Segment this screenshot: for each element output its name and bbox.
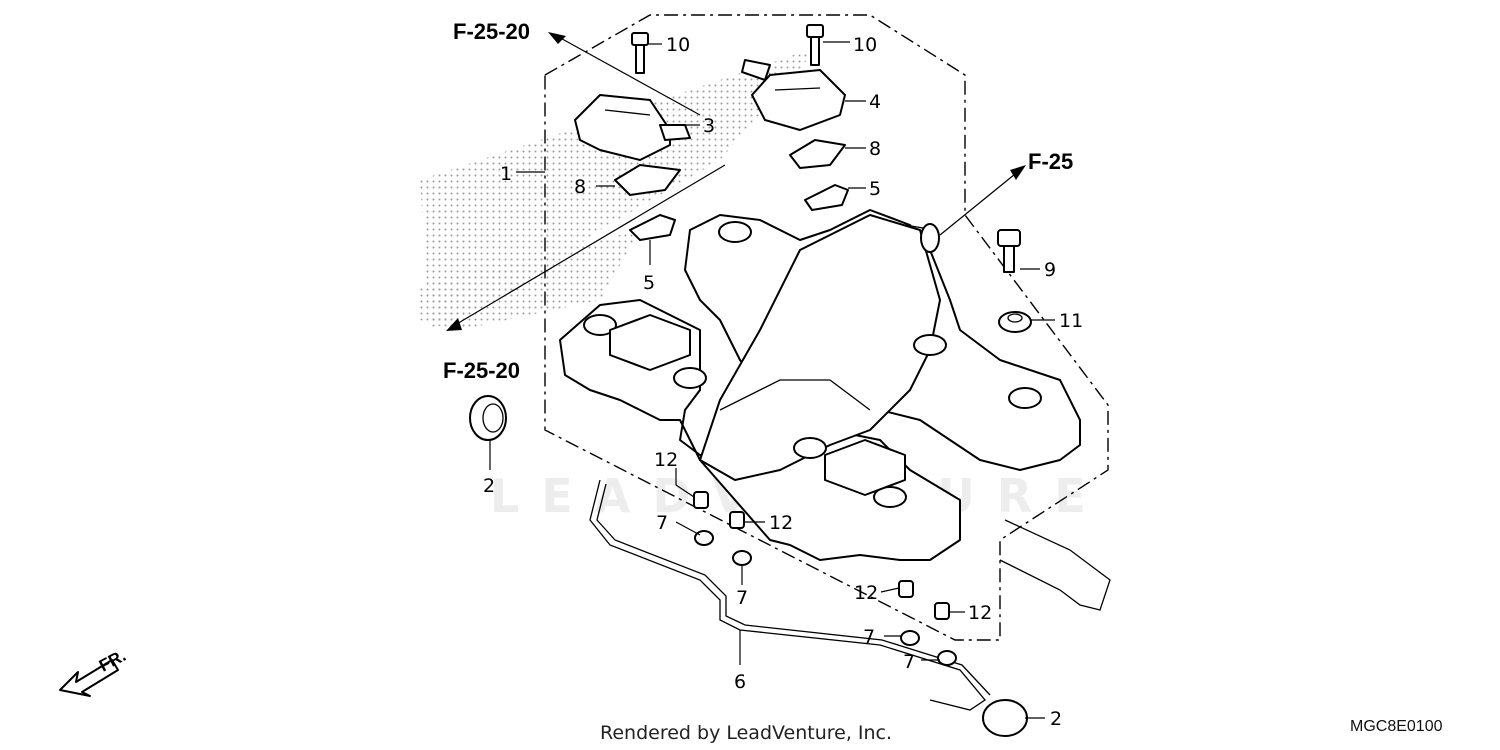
- callout-4: 4: [869, 91, 881, 113]
- bolt-10a: [631, 32, 649, 74]
- f25-20-arrowhead-top: [548, 32, 566, 44]
- cylinder-head-cover-gasket: [589, 479, 1111, 711]
- footer-credit: Rendered by LeadVenture, Inc.: [600, 722, 892, 744]
- collar-12a: [693, 491, 709, 509]
- callout-10-left: 10: [666, 34, 690, 56]
- washer-7d: [937, 650, 957, 666]
- callout-2-bottom: 2: [1050, 708, 1062, 730]
- cylinder-head-cover: [559, 209, 1081, 561]
- reed-valve-8b: [789, 139, 846, 169]
- f25-arrowhead: [1010, 165, 1026, 180]
- callout-1: 1: [500, 163, 512, 185]
- collar-12b: [729, 511, 745, 529]
- washer-7c: [900, 630, 920, 646]
- front-arrow: [59, 659, 119, 697]
- callout-12-a: 12: [654, 449, 678, 471]
- bolt-9: [997, 229, 1021, 273]
- collar-12c: [898, 580, 914, 598]
- reed-stopper-5a: [629, 214, 676, 241]
- washer-11: [998, 311, 1032, 333]
- cap-2b: [982, 699, 1028, 737]
- ref-f-25-20-bottom: F-25-20: [443, 358, 520, 383]
- callout-5-right: 5: [869, 178, 881, 200]
- reed-valve-cover-4: [741, 59, 846, 131]
- callout-7-d: 7: [903, 651, 915, 673]
- reed-valve-cover-3: [574, 94, 691, 161]
- diagram-code: MGC8E0100: [1350, 718, 1443, 735]
- callout-8-right: 8: [869, 138, 881, 160]
- callout-8-left: 8: [574, 176, 586, 198]
- callout-7-a: 7: [656, 512, 668, 534]
- callout-7-b: 7: [736, 587, 748, 609]
- callout-11: 11: [1059, 310, 1083, 332]
- f25-leader: [939, 169, 1021, 236]
- leader-lines: [449, 34, 1055, 719]
- f25-20-arrowhead-bottom: [446, 318, 462, 331]
- callout-7-c: 7: [863, 626, 875, 648]
- callout-3: 3: [703, 115, 715, 137]
- ref-f-25-20-top: F-25-20: [453, 19, 530, 44]
- reed-valve-8a: [614, 164, 681, 196]
- callout-2-left: 2: [483, 475, 495, 497]
- cap-2a: [469, 395, 507, 441]
- assembly-boundary: [544, 14, 1109, 641]
- callout-12-c: 12: [854, 582, 878, 604]
- washer-7b: [732, 550, 752, 566]
- callout-5-left: 5: [643, 272, 655, 294]
- callout-6: 6: [734, 671, 746, 693]
- collar-12d: [934, 602, 950, 620]
- callout-12-b: 12: [769, 512, 793, 534]
- ref-f-25: F-25: [1028, 149, 1073, 174]
- reed-stopper-5b: [804, 184, 849, 211]
- callout-12-d: 12: [968, 602, 992, 624]
- callout-9: 9: [1044, 259, 1056, 281]
- callout-10-right: 10: [853, 34, 877, 56]
- bolt-10b: [806, 24, 824, 66]
